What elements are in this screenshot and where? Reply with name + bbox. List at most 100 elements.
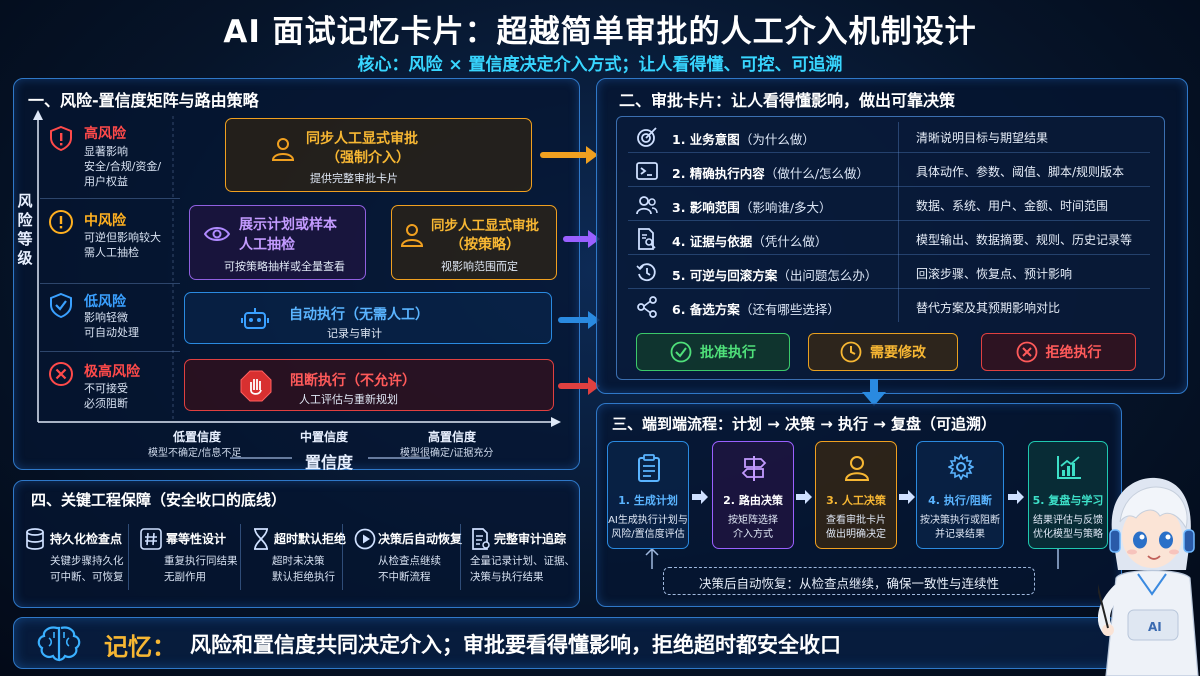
card-row-scope: 3. 影响范围（影响谁/多大） 数据、系统、用户、金额、时间范围 [628,190,1150,221]
route-high-note: （强制介入） [326,150,410,166]
document-search-icon [638,228,656,250]
hash-icon [140,528,162,550]
guarantees-title: 四、关键工程保障（安全收口的底线） [31,491,287,509]
card-row-execution: 2. 精确执行内容（做什么/怎么做） 具体动作、参数、阈值、脚本/规则版本 [628,156,1150,187]
card-row-intent: 1. 业务意图（为什么做） 清晰说明目标与期望结果 [628,122,1150,153]
memory-bar [13,617,1118,669]
guarantee-separator [342,524,343,590]
risk-label-high: 高风险 [84,126,126,142]
route-mid-sync-note: （按策略） [450,237,520,253]
flow-step-human: 3. 人工决策 查看审批卡片做出明确决定 [815,441,897,549]
route-mid-sample-sub: 可按策略抽样或全量查看 [224,260,345,273]
recovery-note: 决策后自动恢复：从检查点继续，确保一致性与连续性 [663,567,1035,595]
hourglass-icon [254,528,268,550]
risk-desc-low: 影响轻微 可自动处理 [84,311,139,339]
card-row-evidence: 4. 证据与依据（凭什么做） 模型输出、数据摘要、规则、历史记录等 [628,224,1150,255]
flow-step-plan: 1. 生成计划 AI生成执行计划与风险/置信度评估 [607,441,689,549]
matrix-title: 一、风险-置信度矩阵与路由策略 [28,91,259,110]
database-icon [26,528,44,550]
check-shield-icon [50,292,72,318]
guarantee-checkpoint: 持久化检查点 关键步骤持久化可中断、可恢复 [16,518,126,594]
mascot-badge: AI [1148,620,1162,634]
brain-icon [37,626,81,662]
check-circle-icon [670,341,692,363]
stop-hand-icon [240,370,272,402]
route-box-mid-sample [189,205,366,280]
card-row-alternatives: 6. 备选方案（还有哪些选择） 替代方案及其预期影响对比 [628,292,1150,323]
guarantee-separator [460,524,461,590]
robot-icon [241,308,269,329]
card-row-rollback: 5. 可逆与回滚方案（出问题怎么办） 回滚步骤、恢复点、预计影响 [628,258,1150,289]
clipboard-icon [638,454,660,482]
route-mid-sample-note: 人工抽检 [239,237,295,253]
page-subtitle: 核心：风险 × 置信度决定介入方式；让人看得懂、可控、可追溯 [357,55,843,75]
row-separator [40,351,180,352]
flow-title: 三、端到端流程：计划 → 决策 → 执行 → 复盘（可追溯） [612,415,997,433]
arrow-low [558,311,600,329]
x-tick-high: 高置信度 [428,430,477,444]
flow-step-route: 2. 路由决策 按矩阵选择介入方式 [712,441,794,549]
audit-document-icon [472,528,490,550]
risk-label-extreme: 极高风险 [84,364,140,380]
target-icon [637,127,657,147]
x-tick-low-sub: 模型不确定/信息不足 [148,448,242,459]
play-circle-icon [354,528,376,550]
page-title: AI 面试记忆卡片：超越简单审批的人工介入机制设计 [223,14,977,50]
guarantee-separator [240,524,241,590]
x-circle-icon [49,362,73,386]
route-block-title: 阻断执行（不允许） [290,373,416,389]
x-tick-mid: 中置信度 [300,430,349,444]
route-low-title: 自动执行（无需人工） [289,307,429,323]
recovery-loop [645,549,1059,569]
route-block-sub: 人工评估与重新规划 [299,393,398,406]
share-icon [637,296,657,318]
terminal-icon [636,162,658,180]
reject-button[interactable]: 拒绝执行 [981,333,1136,371]
x-axis-bracket [230,457,430,459]
arrow-high [540,146,598,164]
x-tick-low: 低置信度 [173,430,222,444]
matrix-axes [33,110,561,427]
history-icon [636,263,656,282]
guarantee-timeout: 超时默认拒绝 超时未决策默认拒绝执行 [242,518,346,594]
flow-step-execute: 4. 执行/阻断 按决策执行或阻断并记录结果 [916,441,1004,549]
mascot-illustration [1098,477,1199,676]
route-high-sub: 提供完整审批卡片 [310,172,398,185]
warning-circle-icon [49,210,73,234]
route-high-title: 同步人工显式审批 [306,131,418,147]
y-axis-label: 风 险 等 级 [17,192,33,267]
risk-desc-mid: 可逆但影响较大 需人工抽检 [84,231,161,259]
risk-desc-extreme: 不可接受 必须阻断 [84,382,128,410]
risk-label-mid: 中风险 [84,213,126,229]
flow-arrow [1008,490,1024,504]
approve-button[interactable]: 批准执行 [636,333,790,371]
route-mid-sync-title: 同步人工显式审批 [431,218,539,234]
flow-step-review: 5. 复盘与学习 结果评估与反馈优化模型与策略 [1028,441,1108,549]
risk-label-low: 低风险 [84,294,126,310]
arrow-block [558,377,600,395]
arrow-mid [563,230,600,248]
person-icon [271,138,295,161]
modify-button[interactable]: 需要修改 [808,333,958,371]
clock-icon [840,341,862,363]
eye-icon [204,227,230,241]
card-column-divider [898,122,899,322]
x-circle-icon [1016,341,1037,363]
route-mid-sample-title: 展示计划或样本 [239,217,337,233]
person-icon [400,224,424,247]
memory-label: 记忆： [104,633,176,661]
alert-shield-icon [50,125,72,151]
gear-icon [948,454,974,480]
risk-desc-high: 显著影响 安全/合规/资金/ 用户权益 [84,145,162,188]
route-mid-sync-sub: 视影响范围而定 [441,260,518,273]
guarantee-resume: 决策后自动恢复 从检查点继续不中断流程 [346,518,462,594]
row-separator [40,198,180,199]
chart-growth-icon [1057,456,1081,479]
signpost-icon [741,456,767,481]
row-separator [40,283,180,284]
flow-arrow [796,490,812,504]
arrow-down-to-flow [862,379,886,406]
flow-arrow [692,490,708,504]
x-tick-high-sub: 模型很确定/证据充分 [400,448,494,459]
memory-text: 风险和置信度共同决定介入；审批要看得懂影响，拒绝超时都安全收口 [190,633,841,657]
